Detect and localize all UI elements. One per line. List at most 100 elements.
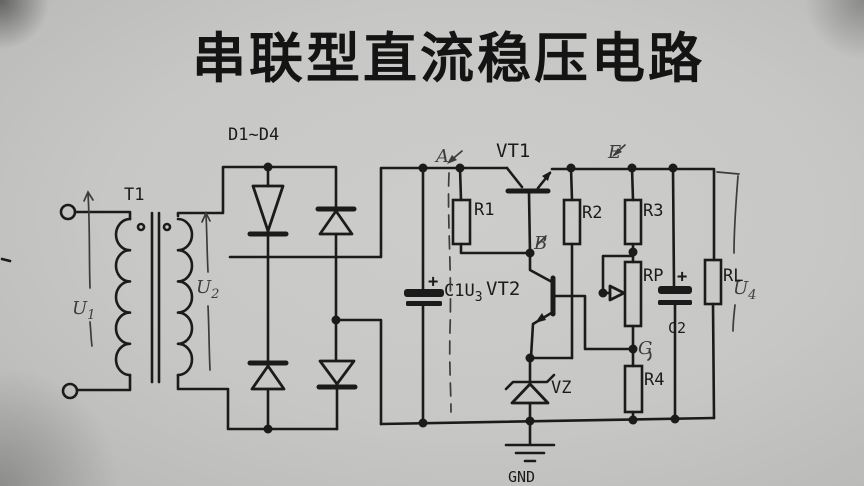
- secondary-winding: [176, 217, 194, 377]
- r3-lead-top: [630, 166, 635, 202]
- u1-label: U1: [72, 298, 95, 323]
- rp-label: RP: [643, 266, 663, 286]
- node-b-tick: [536, 235, 547, 246]
- load-rl: RL: [703, 258, 743, 420]
- r2-label: R2: [582, 203, 602, 223]
- resistor-r4: R4: [623, 364, 664, 422]
- rp-body: [623, 260, 643, 328]
- c2-plate-bottom: [658, 300, 692, 305]
- output-cap-c2: + C2: [658, 166, 692, 421]
- c1-plate-top: [404, 289, 444, 297]
- junction-dots: [263, 162, 680, 434]
- r1-body: [451, 198, 472, 246]
- vt1-label: VT1: [496, 140, 530, 162]
- voltage-annotations: U1 U2 U4: [72, 171, 756, 413]
- primary-winding: [114, 217, 132, 377]
- minus-output-wire: [334, 318, 383, 426]
- u4-line2: [732, 304, 736, 332]
- rectifier-label: D1~D4: [228, 125, 279, 145]
- error-transistor-vt2: VT2: [486, 251, 632, 359]
- diode-tr: [318, 209, 354, 236]
- resistor-r3: R3: [623, 166, 663, 264]
- vt2-emitter: [529, 310, 555, 359]
- vt1-emitter-arrow: [542, 171, 551, 181]
- vt2-label: VT2: [486, 278, 520, 300]
- vt2-base-wire-to-g: [552, 294, 632, 351]
- c2-label: C2: [668, 319, 686, 337]
- power-rails: [379, 166, 716, 426]
- r4-label: R4: [644, 370, 664, 390]
- c2-lead-top: [671, 166, 676, 288]
- node-a-label: A: [434, 146, 449, 167]
- u1-line: [87, 192, 91, 289]
- node-g-label: G: [638, 338, 652, 359]
- c2-plate-top: [658, 286, 692, 294]
- node-annotations: A B E G: [434, 142, 652, 361]
- edge-artifact: [0, 257, 12, 263]
- input-terminal-top: [59, 203, 77, 221]
- u2-arrowhead: [201, 211, 211, 223]
- transformer-label: T1: [124, 185, 144, 205]
- u4-top-tick: [716, 171, 740, 175]
- vt2-collector: [528, 251, 554, 284]
- filter-cap-c1: + C1U3: [404, 166, 483, 425]
- diode-bl: [250, 364, 286, 391]
- ground-symbol: GND: [504, 419, 556, 486]
- pass-transistor-vt1: VT1: [496, 140, 552, 255]
- r1-label: R1: [474, 200, 494, 220]
- vz-label: VZ: [551, 378, 571, 398]
- r2-lead-top: [569, 166, 574, 202]
- zener-vz: VZ: [504, 356, 574, 423]
- node-a-arrowhead: [447, 155, 457, 164]
- u4-line: [733, 175, 739, 254]
- node-e-arrowhead: [612, 148, 622, 157]
- c1-plus-sign: +: [428, 272, 438, 292]
- u2-label: U2: [196, 277, 219, 302]
- plus-output-wire: [228, 167, 383, 259]
- ac-top-wire: [176, 165, 338, 218]
- r3-body: [623, 198, 643, 246]
- transformer-core: [150, 211, 161, 384]
- primary-bottom-wire: [75, 373, 132, 392]
- vt2-emitter-arrow: [535, 313, 546, 323]
- r3-label: R3: [643, 201, 663, 221]
- input-terminal-bottom: [61, 382, 79, 400]
- primary-top-wire: [73, 210, 132, 221]
- page-title: 串联型直流稳压电路: [192, 29, 705, 89]
- rp-wiper-wire-to-r3: [601, 254, 635, 294]
- transformer-t1: T1: [59, 185, 194, 400]
- u1-line2: [89, 321, 93, 347]
- vt1-base-lead: [527, 191, 532, 255]
- resistor-r1: R1: [451, 166, 532, 255]
- r2-body: [562, 198, 582, 246]
- u4-label: U4: [733, 278, 756, 303]
- c1-label: C1U3: [444, 281, 483, 305]
- diode-tl: [251, 184, 285, 233]
- bridge-rectifier: D1~D4: [176, 125, 383, 431]
- r1-lead-bottom: [459, 242, 532, 255]
- u2-line: [205, 213, 209, 273]
- vz-cathode-bar: [504, 373, 556, 391]
- u1-arrowhead: [83, 190, 94, 202]
- node-g-tail: [647, 351, 652, 361]
- bottom-rail: [379, 416, 716, 426]
- c2-plus-sign: +: [677, 267, 687, 287]
- gnd-label: GND: [508, 468, 535, 486]
- r4-body: [623, 364, 644, 414]
- polarity-dot-secondary: [162, 222, 172, 232]
- diode-br: [318, 359, 356, 386]
- u3-dashed-line: [447, 172, 452, 413]
- node-e-label: E: [607, 142, 621, 163]
- rl-lead-bottom: [711, 302, 716, 420]
- rl-body: [703, 258, 723, 306]
- rp-wiper-arrow: [608, 284, 626, 302]
- polarity-dot-primary: [136, 222, 146, 232]
- c1-plate-bottom: [406, 301, 442, 306]
- vz-body: [510, 382, 550, 405]
- u2-line2: [207, 305, 211, 371]
- rl-label: RL: [723, 266, 743, 286]
- r1-lead-top: [458, 166, 463, 202]
- resistor-r2: R2: [562, 166, 602, 360]
